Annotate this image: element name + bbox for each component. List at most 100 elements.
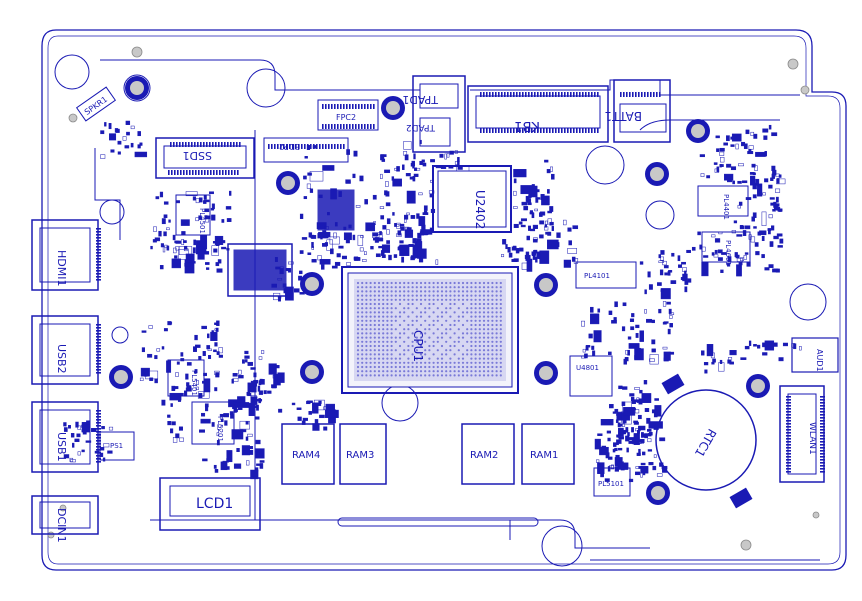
smd-part (161, 399, 166, 406)
smd-part (195, 198, 200, 204)
connector-pin (316, 144, 318, 149)
bga-ball (453, 332, 456, 335)
smd-part (752, 184, 757, 190)
bga-ball (478, 374, 481, 377)
bga-ball (453, 281, 456, 285)
smd-part (534, 208, 538, 212)
bga-ball (369, 315, 372, 318)
bga-ball (411, 298, 414, 301)
bga-ball (411, 340, 414, 343)
connector-pin (182, 142, 184, 147)
bga-ball (440, 370, 444, 373)
connector-pin (632, 92, 634, 97)
bga-ball (470, 374, 473, 377)
connector-pin (786, 396, 791, 398)
smd-part (216, 268, 223, 273)
bga-ball (386, 374, 389, 377)
smd-part (639, 261, 644, 265)
connector-pin (213, 170, 215, 175)
bga-ball (461, 353, 465, 356)
smd-part (703, 255, 709, 258)
bga-ball (390, 286, 393, 289)
bga-ball (478, 315, 481, 318)
smd-part (208, 355, 212, 359)
smd-part (628, 478, 634, 483)
bga-ball (373, 332, 376, 335)
bga-ball (361, 353, 364, 356)
bga-ball (390, 323, 393, 327)
smd-part (779, 238, 784, 244)
smd-part (539, 220, 545, 225)
bga-ball (495, 286, 498, 289)
smd-part (221, 246, 227, 250)
bga-ball (373, 370, 376, 373)
connector-pin (96, 249, 101, 251)
connector-pin (638, 92, 640, 97)
smd-part (334, 222, 338, 227)
bga-ball (491, 365, 494, 369)
smd-part (341, 255, 347, 260)
smd-part (184, 390, 188, 397)
smd-part (663, 265, 669, 269)
smd-part (457, 166, 463, 170)
bga-ball (356, 344, 360, 348)
smd-part (663, 321, 669, 324)
smd-part (419, 231, 425, 236)
smd-part (174, 255, 178, 259)
bga-ball (377, 332, 381, 335)
bga-ball (377, 281, 381, 285)
smd-part (513, 190, 517, 196)
smd-part (323, 426, 328, 431)
bga-ball (386, 370, 389, 373)
smd-part (435, 259, 439, 265)
bga-ball (428, 302, 431, 306)
bga-ball (361, 281, 364, 285)
connector-pin (492, 92, 494, 97)
smd-part (742, 230, 747, 236)
smd-part (309, 171, 324, 182)
bga-ball (432, 298, 435, 301)
smd-part (81, 424, 85, 428)
smd-part (712, 358, 716, 363)
connector-pin (820, 417, 825, 419)
bga-ball (436, 281, 439, 285)
bga-ball (474, 323, 477, 327)
bga-ball (445, 353, 448, 356)
bga-ball (390, 307, 393, 310)
smd-part (714, 238, 721, 243)
smd-part (556, 232, 561, 238)
bga-ball (403, 290, 406, 293)
bga-ball (432, 361, 435, 364)
bga-ball (403, 374, 406, 377)
smd-part (219, 413, 225, 417)
bga-ball (491, 298, 494, 301)
bga-ball (398, 353, 402, 356)
smd-part (232, 373, 238, 377)
smd-part (324, 409, 339, 418)
bga-ball (411, 319, 414, 322)
smd-part (411, 160, 415, 167)
smd-part (759, 230, 767, 236)
smd-part (268, 363, 277, 375)
bga-ball (482, 353, 486, 356)
smd-part (638, 425, 646, 431)
bga-ball (470, 344, 473, 348)
smd-part (417, 232, 422, 239)
bga-ball (411, 311, 414, 314)
smd-part (77, 425, 81, 430)
bga-ball (457, 365, 460, 369)
board-outline (41, 29, 847, 571)
smd-part (711, 252, 715, 256)
connector-pin (786, 432, 791, 434)
connector-pin (96, 261, 101, 263)
bga-ball (411, 365, 414, 369)
smd-part (403, 141, 412, 150)
smd-part (727, 263, 731, 267)
bga-ball (461, 294, 465, 297)
bga-ball (453, 298, 456, 301)
smd-part (757, 183, 763, 197)
smd-part (77, 451, 81, 456)
bga-ball (386, 315, 389, 318)
bga-ball (470, 349, 473, 352)
bga-ball (390, 340, 393, 343)
